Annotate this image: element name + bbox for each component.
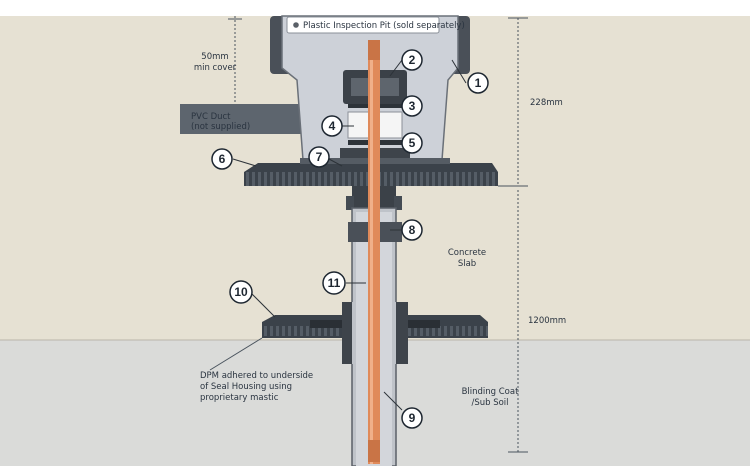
svg-text:10: 10 [234,285,248,299]
svg-text:3: 3 [409,99,416,113]
soil-label-2: /Sub Soil [471,398,508,408]
callout-4: 4 [321,115,343,137]
svg-text:4: 4 [329,119,336,133]
cover-label-2: min cover [194,63,237,73]
copper-earth-rod [368,40,380,464]
top-border [0,0,750,16]
callout-leaders [232,59,467,411]
slab-label-1: Concrete [448,248,486,258]
duct-label-1: PVC Duct [191,112,231,122]
callout-8: 8 [401,219,423,241]
callout-11: 11 [322,271,346,295]
callout-9: 9 [401,407,423,429]
pit-label-bullet-icon [293,22,299,28]
dpm-label-3: proprietary mastic [200,393,279,403]
pit-label-banner [286,16,440,34]
svg-text:5: 5 [409,136,416,150]
svg-text:6: 6 [219,152,226,166]
callout-6: 6 [211,148,233,170]
dpm-label-1: DPM adhered to underside [200,371,313,381]
callout-7: 7 [308,146,330,168]
cover-label-1: 50mm [201,52,228,62]
slab-label-2: Slab [458,259,476,269]
callout-3: 3 [401,95,423,117]
dpm-label-2: of Seal Housing using [200,382,292,392]
pvc-duct [180,104,305,134]
callout-5: 5 [401,132,423,154]
dpm-leader-line [209,337,263,371]
callout-2: 2 [401,49,423,71]
pit-label: Plastic Inspection Pit (sold separately) [303,21,465,31]
svg-text:7: 7 [316,150,323,164]
dim-bottom-label: 1200mm [528,316,566,326]
svg-text:8: 8 [409,223,416,237]
svg-text:1: 1 [475,76,482,90]
callout-10: 10 [229,280,253,304]
callout-1: 1 [467,72,489,94]
svg-text:9: 9 [409,411,416,425]
soil-label-1: Blinding Coat [462,387,520,397]
svg-text:2: 2 [409,53,416,67]
duct-label-2: (not supplied) [191,122,250,132]
dim-top-label: 228mm [530,98,563,108]
svg-text:11: 11 [328,276,341,290]
